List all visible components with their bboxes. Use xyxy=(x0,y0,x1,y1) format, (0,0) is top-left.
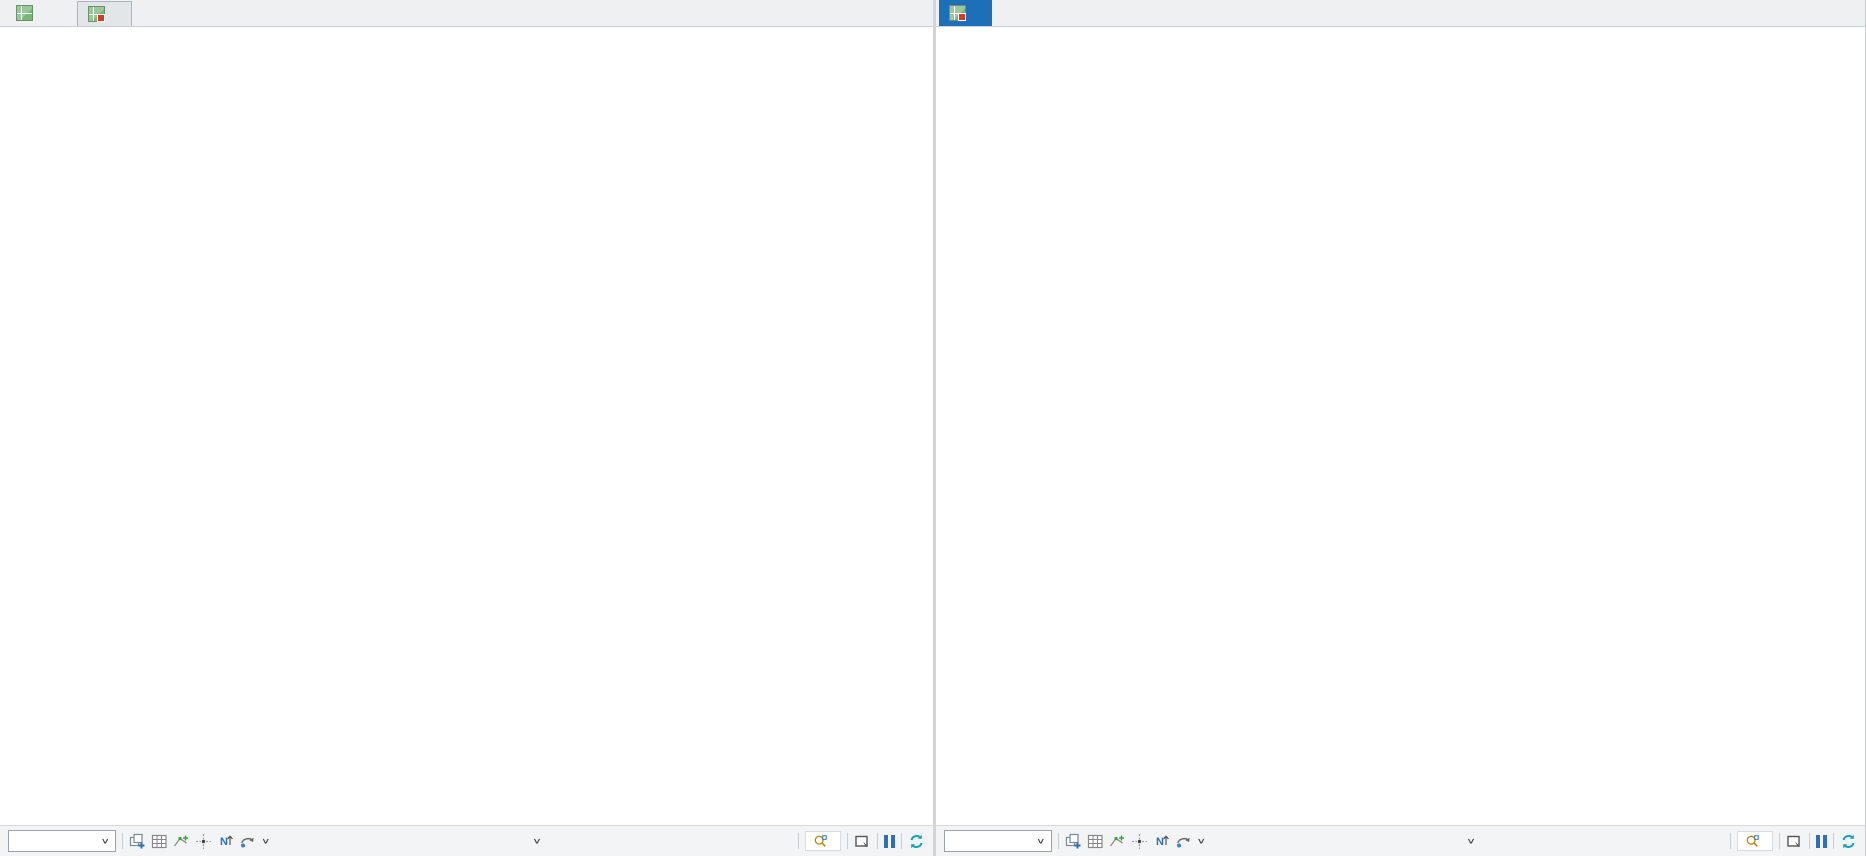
refresh-icon[interactable] xyxy=(1840,833,1857,850)
left-map-view[interactable] xyxy=(0,27,933,825)
selected-features-status[interactable] xyxy=(804,831,841,851)
right-tab-bar xyxy=(935,0,1865,27)
add-view-icon[interactable] xyxy=(129,833,146,850)
right-map-view[interactable] xyxy=(935,27,1866,825)
chevron-down-icon[interactable]: ∨ xyxy=(1196,836,1207,846)
extent-icon[interactable] xyxy=(854,833,871,850)
selected-features-icon xyxy=(813,834,828,849)
snapping-icon[interactable] xyxy=(173,833,190,850)
chevron-down-icon: ∨ xyxy=(532,836,542,846)
diagram-tab-icon xyxy=(948,5,966,21)
chevron-down-icon: ∨ xyxy=(100,836,110,846)
crosshair-icon[interactable] xyxy=(195,833,212,850)
north-arrow-icon[interactable] xyxy=(1153,833,1170,850)
coordinates-display[interactable]: ∨ xyxy=(526,833,542,849)
rotate-icon[interactable] xyxy=(1175,833,1192,850)
selected-features-status[interactable] xyxy=(1737,831,1773,851)
right-map-tools: ∨ xyxy=(1065,833,1207,850)
chevron-down-icon: ∨ xyxy=(1466,836,1476,846)
splice-diagram-default[interactable] xyxy=(0,27,933,825)
pause-drawing-icon[interactable] xyxy=(883,834,895,848)
crosshair-icon[interactable] xyxy=(1131,833,1148,850)
right-status-bar: ∨ ∨ ∨ xyxy=(935,825,1865,856)
grid-icon[interactable] xyxy=(151,833,168,850)
coordinates-display[interactable]: ∨ xyxy=(1460,833,1476,849)
left-tab-bar xyxy=(0,0,933,27)
chevron-down-icon[interactable]: ∨ xyxy=(261,836,271,846)
left-map-pane: ∨ ∨ ∨ xyxy=(0,0,933,856)
tab-splice-custom-layout[interactable] xyxy=(938,0,992,26)
refresh-icon[interactable] xyxy=(908,833,925,850)
left-status-bar: ∨ ∨ ∨ xyxy=(0,825,933,856)
chevron-down-icon: ∨ xyxy=(1035,836,1046,846)
pause-drawing-icon[interactable] xyxy=(1816,834,1827,848)
grid-icon[interactable] xyxy=(1087,833,1104,850)
diagram-tab-icon xyxy=(88,6,105,22)
splice-diagram-custom[interactable] xyxy=(936,27,1866,825)
extent-icon[interactable] xyxy=(1786,833,1803,850)
right-map-pane: ∨ ∨ ∨ xyxy=(935,0,1866,856)
selected-features-icon xyxy=(1745,834,1760,849)
north-arrow-icon[interactable] xyxy=(217,833,234,850)
tab-splice-default-layout[interactable] xyxy=(77,1,132,26)
tab-communications-network[interactable] xyxy=(6,0,49,26)
snapping-icon[interactable] xyxy=(1109,833,1126,850)
scale-dropdown[interactable]: ∨ xyxy=(8,830,116,852)
add-view-icon[interactable] xyxy=(1065,833,1082,850)
left-map-tools: ∨ xyxy=(129,833,271,850)
scale-dropdown[interactable]: ∨ xyxy=(943,830,1052,852)
pane-divider[interactable] xyxy=(932,0,936,856)
map-tab-icon xyxy=(16,5,33,21)
rotate-icon[interactable] xyxy=(239,833,256,850)
